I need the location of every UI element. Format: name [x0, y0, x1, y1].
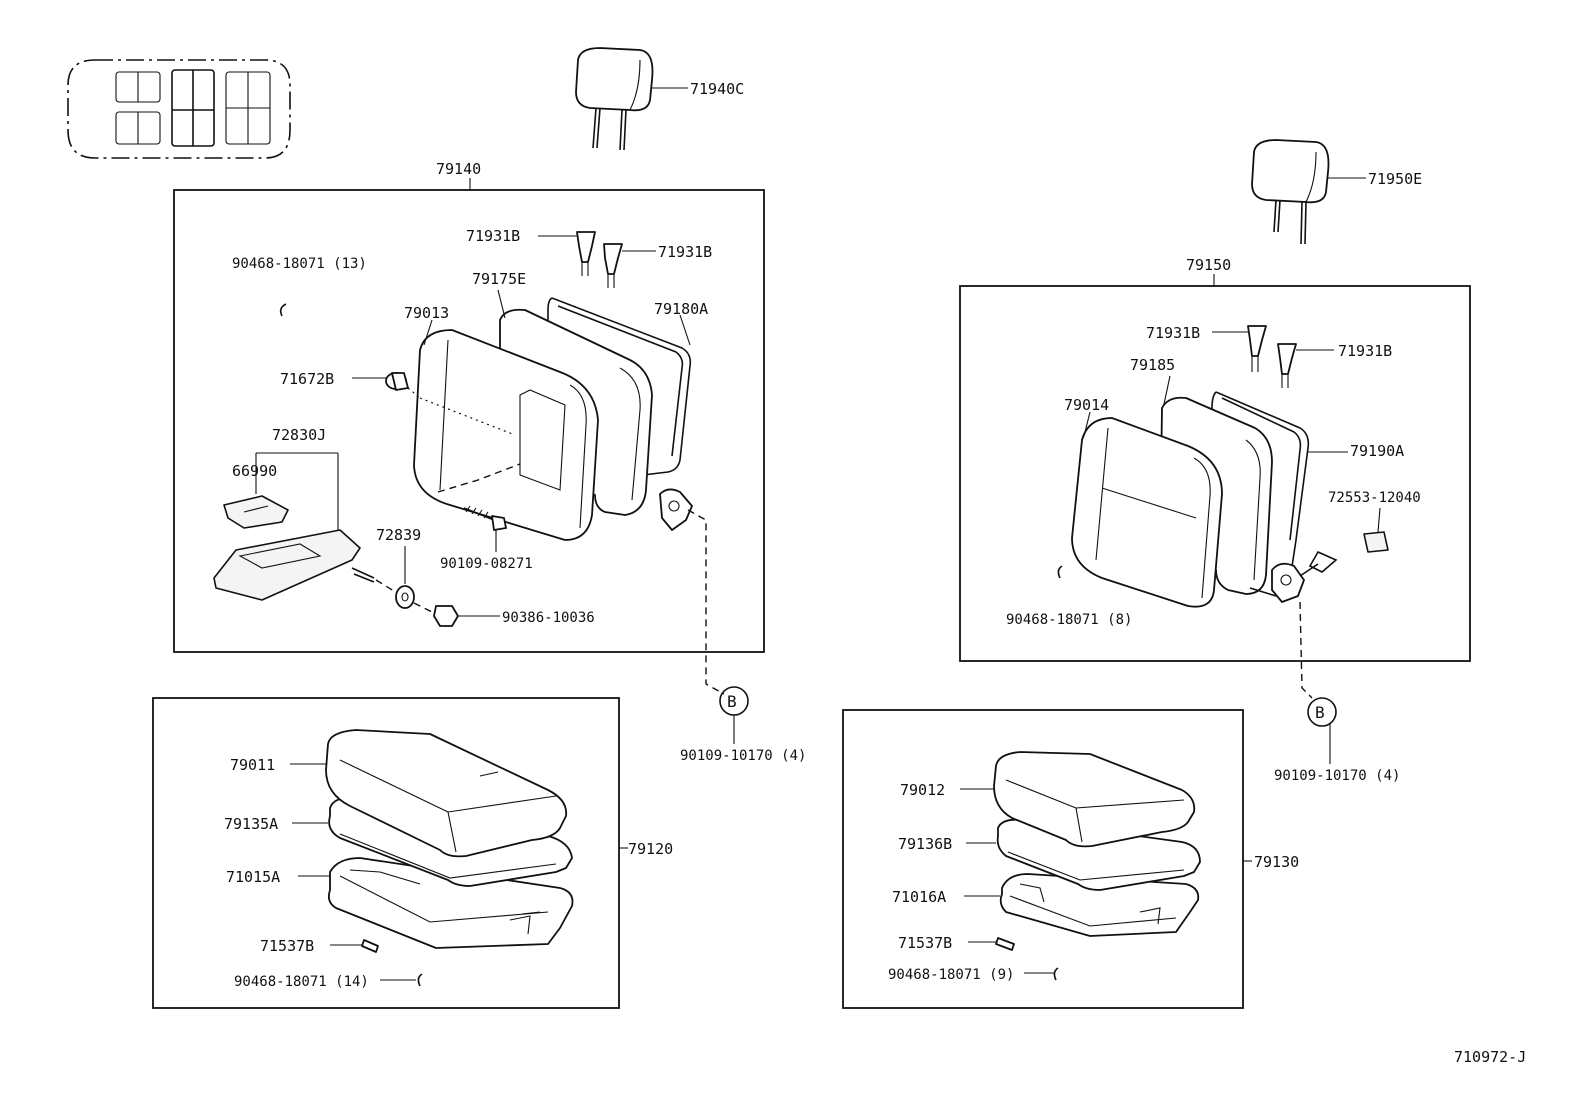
label-66990: 66990: [232, 462, 277, 480]
label-79130: 79130: [1254, 853, 1299, 871]
seat-layout-key: [67, 59, 291, 159]
label-79012: 79012: [900, 781, 945, 799]
cushion-right-group: [842, 709, 1252, 1009]
label-71931b-a: 71931B: [466, 227, 520, 245]
label-79185: 79185: [1130, 356, 1175, 374]
label-71016a: 71016A: [892, 888, 946, 906]
label-79136b: 79136B: [898, 835, 952, 853]
label-b-right: B: [1315, 703, 1325, 722]
label-71537b-right: 71537B: [898, 934, 952, 952]
label-71931b-d: 71931B: [1338, 342, 1392, 360]
label-72553-12040: 72553-12040: [1328, 490, 1421, 506]
label-79011: 79011: [230, 756, 275, 774]
label-79135a: 79135A: [224, 815, 278, 833]
label-90386-10036: 90386-10036: [502, 610, 595, 626]
label-90468-18071-9: 90468-18071 (9): [888, 967, 1014, 983]
part-labels: 71940C 71950E 79140 79150 71931B 71931B …: [224, 80, 1526, 1066]
label-90109-10170-right: 90109-10170 (4): [1274, 768, 1400, 784]
cushion-left-group: [152, 697, 628, 1009]
label-90109-10170-left: 90109-10170 (4): [680, 748, 806, 764]
label-90468-18071-8: 90468-18071 (8): [1006, 612, 1132, 628]
label-90109-08271: 90109-08271: [440, 556, 533, 572]
label-71950e: 71950E: [1368, 170, 1422, 188]
seatback-left-group: [173, 178, 765, 695]
diagram-id: 710972-J: [1454, 1048, 1526, 1066]
label-b-left: B: [727, 692, 737, 711]
label-71537b-left: 71537B: [260, 937, 314, 955]
label-79120: 79120: [628, 840, 673, 858]
label-79190a: 79190A: [1350, 442, 1404, 460]
label-79013: 79013: [404, 304, 449, 322]
label-71015a: 71015A: [226, 868, 280, 886]
label-71931b-c: 71931B: [1146, 324, 1200, 342]
headrest-right: [1251, 139, 1366, 245]
label-90468-18071-13: 90468-18071 (13): [232, 256, 367, 272]
label-72830j: 72830J: [272, 426, 326, 444]
callout-b-right-group: [1307, 697, 1337, 764]
label-79140: 79140: [436, 160, 481, 178]
label-72839: 72839: [376, 526, 421, 544]
seatback-right-group: [959, 274, 1471, 699]
callout-b-left-group: [719, 686, 749, 744]
label-79180a: 79180A: [654, 300, 708, 318]
label-71931b-b: 71931B: [658, 243, 712, 261]
label-79175e: 79175E: [472, 270, 526, 288]
label-71672b: 71672B: [280, 370, 334, 388]
label-79150: 79150: [1186, 256, 1231, 274]
headrest-left: [575, 47, 688, 151]
label-71940c: 71940C: [690, 80, 744, 98]
label-90468-18071-14: 90468-18071 (14): [234, 974, 369, 990]
label-79014: 79014: [1064, 396, 1109, 414]
